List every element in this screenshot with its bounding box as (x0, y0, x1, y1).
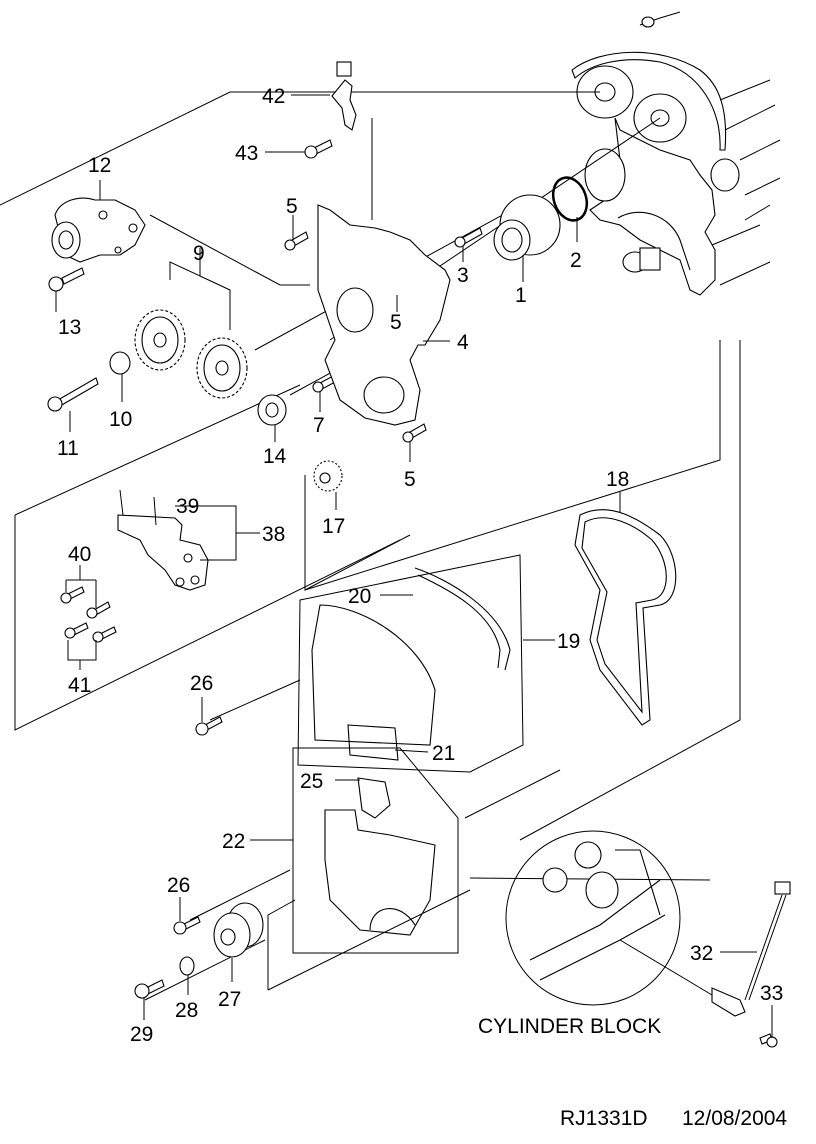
callout-4: 4 (457, 331, 469, 354)
part-28-washer (179, 956, 195, 976)
part-10-washer (109, 351, 131, 375)
part-12-tensioner (51, 197, 146, 263)
callout-21: 21 (432, 742, 455, 765)
callout-11: 11 (57, 437, 79, 460)
callout-20: 20 (348, 585, 371, 608)
callout-29: 29 (130, 1023, 153, 1046)
callout-2: 2 (570, 249, 582, 272)
callout-9: 9 (193, 242, 205, 265)
callout-25: 25 (300, 770, 323, 793)
part-17-crank-sprocket (313, 460, 343, 492)
callout-33: 33 (760, 982, 783, 1005)
engine-block-illustration (571, 11, 781, 296)
part-2-o-ring (551, 176, 589, 222)
inset-caption: CYLINDER BLOCK (478, 1015, 661, 1038)
callout-39: 39 (176, 495, 199, 518)
part-20-seal (414, 567, 511, 671)
callout-19: 19 (557, 630, 580, 653)
part-22-lower-cover-group (292, 747, 459, 954)
upper-front-cover (311, 604, 436, 746)
callout-22: 22 (222, 830, 245, 853)
callout-42: 42 (262, 85, 285, 108)
callout-leaders (55, 94, 773, 1038)
callout-5-middle: 5 (390, 311, 402, 334)
callout-7: 7 (313, 414, 325, 437)
callout-12: 12 (88, 154, 111, 177)
bolts (47, 139, 778, 1048)
part-19-upper-cover-group (297, 554, 524, 773)
part-27-crankshaft-pulley (213, 902, 264, 958)
callout-43: 43 (235, 142, 258, 165)
diagram-date: 12/08/2004 (682, 1107, 787, 1130)
cylinder-block-inset (505, 830, 681, 1006)
part-32-crankshaft-sensor (619, 881, 791, 1017)
callout-5-top: 5 (286, 195, 298, 218)
lower-front-cover (324, 809, 436, 936)
callout-26-upper: 26 (190, 672, 213, 695)
callout-41: 41 (68, 674, 91, 697)
callout-28: 28 (175, 999, 198, 1022)
part-9-camshaft-sprockets (134, 309, 248, 399)
part-38-bracket (117, 489, 209, 591)
callout-10: 10 (109, 408, 132, 431)
callout-5-bottom: 5 (404, 468, 416, 491)
diagram-code: RJ1331D (560, 1107, 648, 1130)
callout-17: 17 (322, 515, 345, 538)
part-21-gasket (347, 724, 399, 761)
callout-32: 32 (690, 942, 713, 965)
callout-3: 3 (457, 264, 469, 287)
part-18-timing-belt (574, 509, 677, 726)
callout-27: 27 (218, 988, 241, 1011)
part-25-gasket (357, 777, 391, 819)
callout-18: 18 (606, 468, 629, 491)
callout-14: 14 (263, 445, 287, 468)
callout-13: 13 (58, 316, 81, 339)
callout-40: 40 (68, 543, 91, 566)
part-42-camshaft-sensor (331, 61, 357, 131)
callout-38: 38 (262, 523, 285, 546)
callout-labels: 1 2 3 4 5 5 5 7 9 10 11 12 13 14 17 18 1… (57, 85, 783, 1046)
part-1-water-pump (493, 194, 561, 261)
callout-26-lower: 26 (167, 874, 190, 897)
part-14-idler-pulley (257, 394, 287, 426)
part-4-rear-timing-cover (317, 204, 451, 426)
callout-1: 1 (515, 284, 527, 307)
